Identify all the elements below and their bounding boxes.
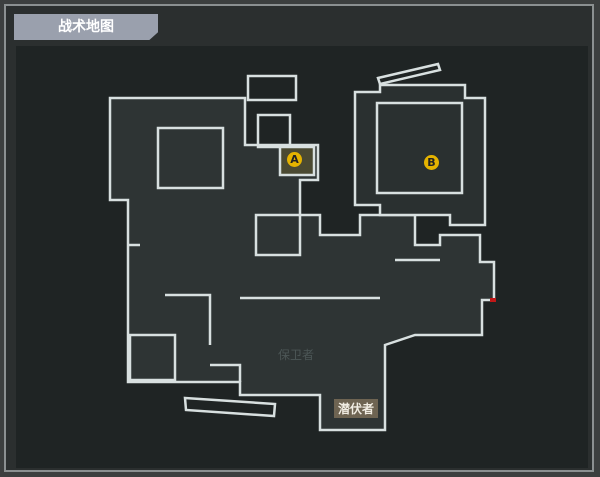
- map-title: 战术地图: [14, 14, 158, 40]
- site-b-building: [353, 83, 487, 227]
- top-room-2: [256, 113, 292, 149]
- left-lower-room: [128, 333, 177, 382]
- diagonal-barrier: [376, 62, 442, 86]
- defender-spawn-label: 保卫者: [278, 348, 315, 362]
- site-b-marker[interactable]: B: [424, 155, 439, 170]
- site-b-inner-room: [375, 101, 464, 195]
- map-outline: [108, 96, 496, 432]
- top-room-1: [246, 74, 298, 102]
- left-room: [156, 126, 225, 190]
- center-room: [254, 213, 302, 257]
- exit-marker: [490, 298, 496, 302]
- inner-wall: [210, 363, 242, 382]
- bottom-barrier: [183, 396, 277, 418]
- attacker-spawn-label: 潜伏者: [334, 399, 379, 418]
- site-a-marker[interactable]: A: [287, 152, 302, 167]
- inner-wall: [165, 293, 212, 345]
